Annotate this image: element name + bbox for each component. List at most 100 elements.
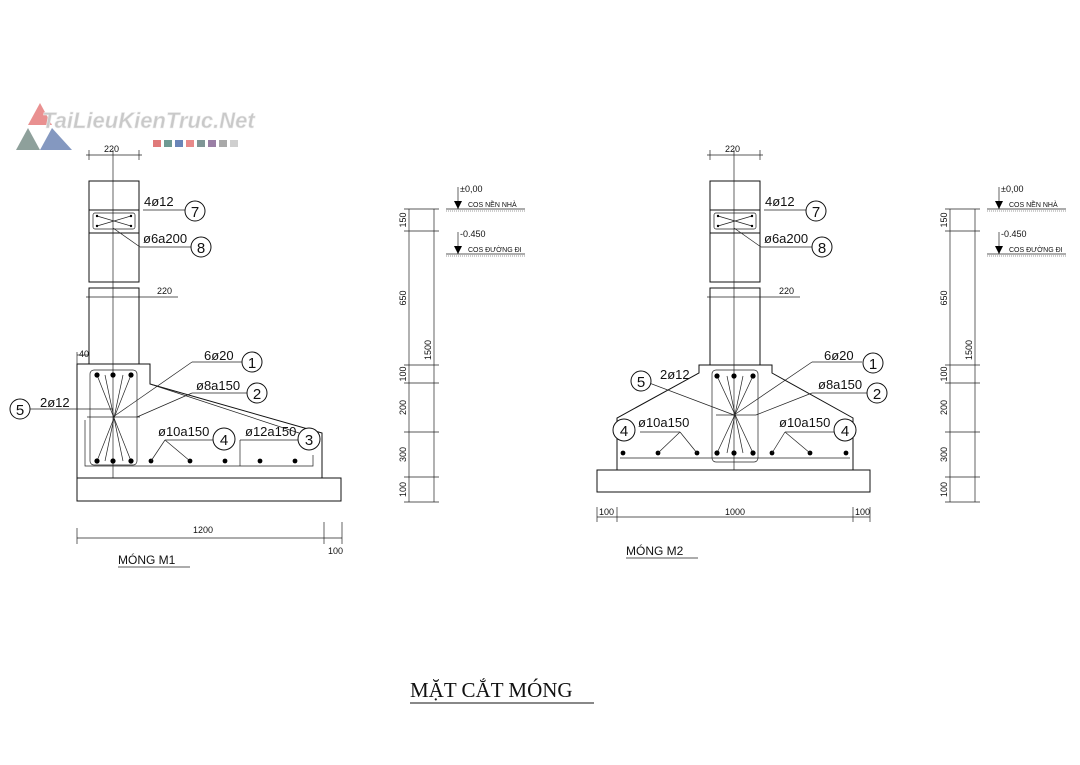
svg-text:4: 4	[220, 432, 228, 449]
m2-segment: 300	[939, 447, 949, 462]
m1-leader-lines	[30, 209, 300, 462]
svg-text:ø8a150: ø8a150	[818, 377, 862, 392]
level-label: COS ĐƯỜNG ĐI	[468, 245, 522, 254]
m1-segment: 150	[398, 212, 408, 227]
m1-tie-beam	[88, 209, 140, 234]
svg-text:7: 7	[191, 204, 199, 221]
drawing-title: MẶT CẮT MÓNG	[410, 678, 573, 702]
svg-text:4ø12: 4ø12	[144, 194, 174, 209]
foundation-m1: 220 220 40 1200 100 MÓNG M1 4ø12 7 ø6a200…	[9, 144, 343, 568]
m1-callout-4: ø10a150 4	[158, 424, 236, 451]
m2-segment: 100	[939, 366, 949, 381]
level-arrow-icon	[995, 201, 1003, 209]
logo-triangle-green	[16, 128, 40, 150]
m1-rebars	[94, 372, 298, 464]
m2-segment: 650	[939, 290, 949, 305]
logo-swatch	[208, 140, 216, 147]
m2-segment: 150	[939, 212, 949, 227]
m1-callout-3: ø12a150 3	[245, 424, 321, 451]
m1-dim-wall-top: 220	[104, 144, 119, 154]
logo-swatches	[153, 140, 238, 147]
m2-callout-8: ø6a200 8	[764, 231, 833, 258]
m2-dim-left: 100	[599, 507, 614, 517]
m1-dim-40: 40	[79, 349, 89, 359]
m1-name: MÓNG M1	[118, 552, 176, 567]
m1-segment: 650	[398, 290, 408, 305]
m2-segment: 200	[939, 400, 949, 415]
m2-dim-wall-top: 220	[725, 144, 740, 154]
svg-text:2: 2	[253, 386, 261, 403]
m1-wall-upper	[88, 180, 140, 283]
m1-footing-outline	[76, 363, 323, 478]
m1-callout-7: 4ø12 7	[144, 194, 206, 222]
svg-text:7: 7	[812, 204, 820, 221]
level-value: -0.450	[1001, 229, 1027, 239]
m1-segment: 100	[398, 366, 408, 381]
level-value: ±0,00	[460, 184, 482, 194]
logo-swatch	[219, 140, 227, 147]
svg-text:1: 1	[248, 355, 256, 372]
svg-text:ø6a200: ø6a200	[764, 231, 808, 246]
m1-wall-lower	[88, 287, 140, 365]
level-label: COS NỀN NHÀ	[468, 199, 517, 209]
m1-dim-offset: 100	[328, 546, 343, 556]
logo-triangle-blue	[40, 128, 72, 150]
m2-dim-right: 100	[855, 507, 870, 517]
m2-wall-upper	[709, 180, 761, 283]
svg-text:4: 4	[841, 423, 849, 440]
svg-text:5: 5	[637, 374, 645, 391]
level-arrow-icon	[995, 246, 1003, 254]
m1-segment: 300	[398, 447, 408, 462]
svg-text:1: 1	[869, 356, 877, 373]
m2-total: 1500	[964, 340, 974, 360]
m2-dim-wall-mid: 220	[779, 286, 794, 296]
svg-text:ø10a150: ø10a150	[158, 424, 209, 439]
logo-swatch	[164, 140, 172, 147]
m2-tie-beam	[709, 209, 761, 234]
level-value: ±0,00	[1001, 184, 1023, 194]
logo-swatch	[153, 140, 161, 147]
m1-dim-wall-mid: 220	[157, 286, 172, 296]
m1-lean-concrete	[76, 477, 342, 502]
m2-column-cage	[711, 369, 759, 463]
svg-text:ø12a150: ø12a150	[245, 424, 296, 439]
logo-swatch	[175, 140, 183, 147]
svg-text:ø6a200: ø6a200	[143, 231, 187, 246]
svg-text:8: 8	[197, 240, 205, 257]
m1-segment: 200	[398, 400, 408, 415]
svg-text:5: 5	[16, 402, 24, 419]
m2-lean-concrete	[596, 469, 871, 493]
m1-dimension-lines	[76, 150, 343, 568]
m2-name: MÓNG M2	[626, 543, 684, 558]
m1-callout-8: ø6a200 8	[143, 231, 212, 258]
m2-leader-and-dimension-lines	[596, 150, 871, 559]
level-arrow-icon	[454, 246, 462, 254]
svg-text:2ø12: 2ø12	[40, 395, 70, 410]
svg-text:3: 3	[305, 432, 313, 449]
m1-segment: 100	[398, 482, 408, 497]
level-arrow-icon	[454, 201, 462, 209]
svg-text:ø8a150: ø8a150	[196, 378, 240, 393]
m2-footing-outline	[616, 364, 854, 470]
logo-text: TaiLieuKienTruc.Net	[42, 108, 256, 133]
svg-text:8: 8	[818, 240, 826, 257]
m2-dim-width: 1000	[725, 507, 745, 517]
m2-wall-lower	[709, 287, 761, 366]
logo-swatch	[197, 140, 205, 147]
svg-text:ø10a150: ø10a150	[638, 415, 689, 430]
m2-rebars	[620, 373, 849, 456]
m1-dim-width: 1200	[193, 525, 213, 535]
